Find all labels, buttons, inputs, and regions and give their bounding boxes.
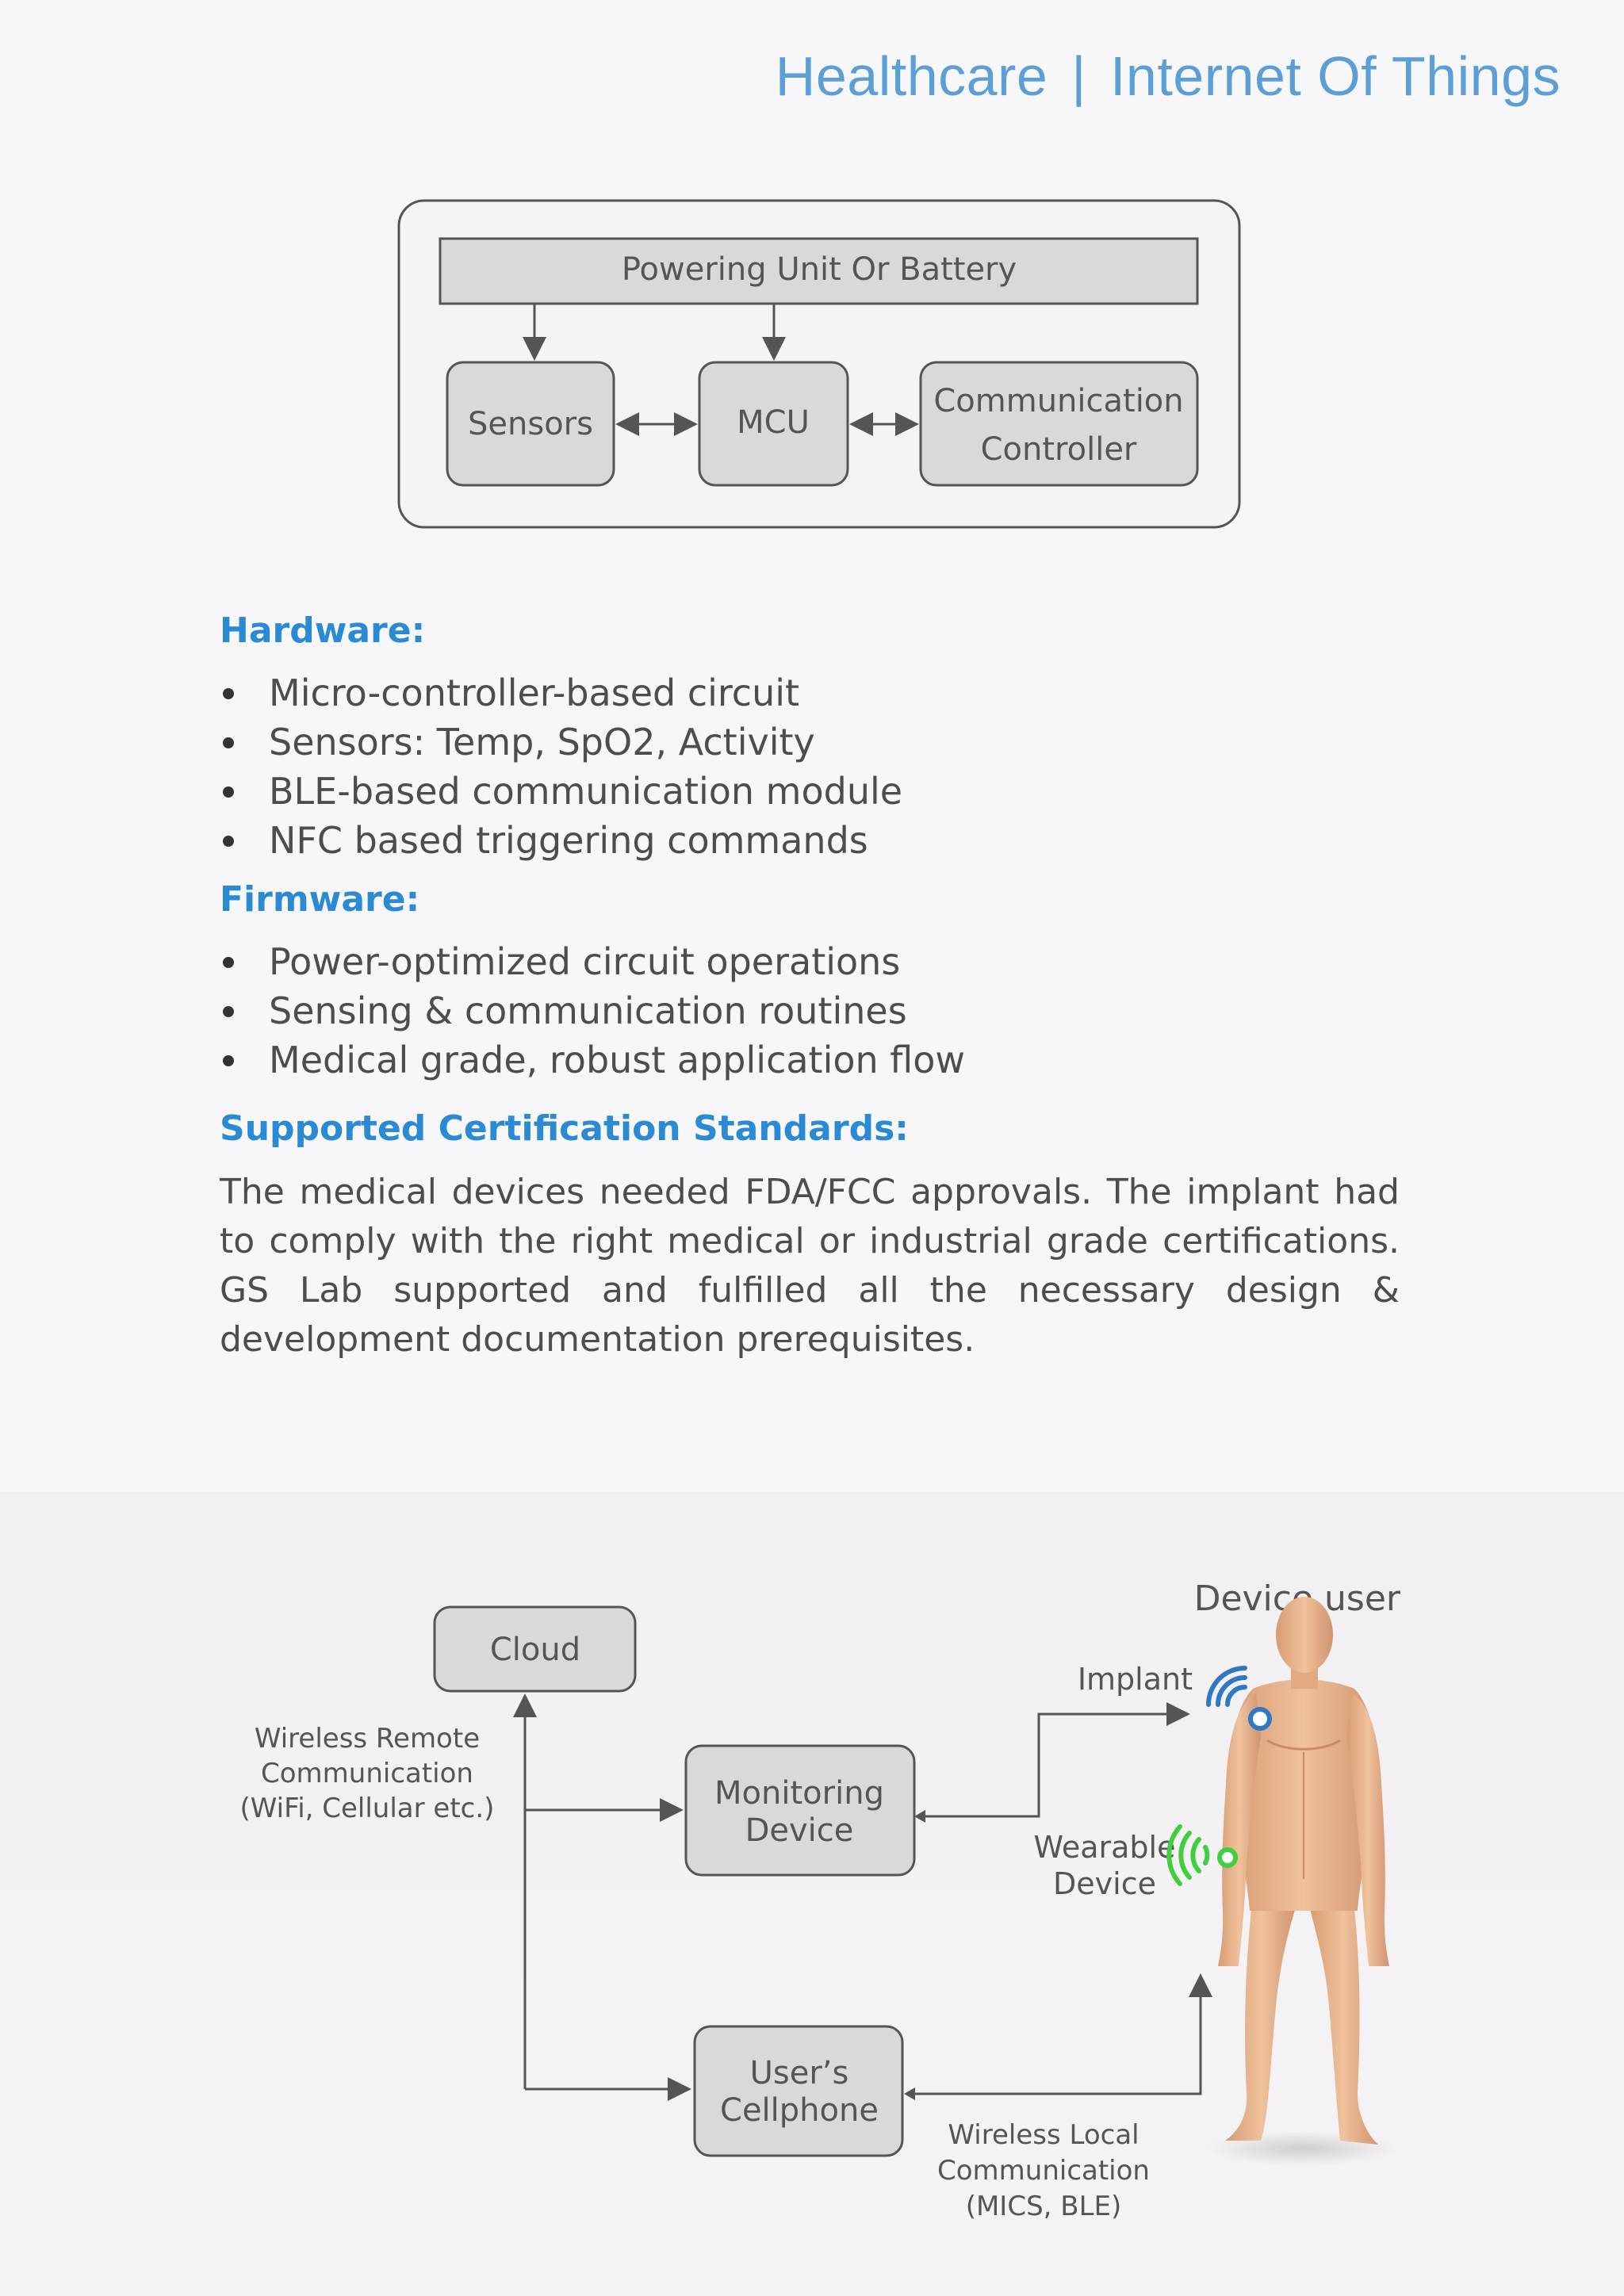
monitoring-device-box (684, 1744, 916, 1877)
local-label-2: Communication (937, 2155, 1150, 2187)
firmware-list: Power-optimized circuit operations Sensi… (220, 937, 1400, 1085)
cellphone-link-arrowhead (904, 2087, 915, 2100)
communication-controller-label-2: Controller (981, 431, 1137, 468)
hardware-item: NFC based triggering commands (220, 816, 1400, 865)
implant-label: Implant (1078, 1662, 1193, 1697)
communication-controller-label-1: Communication (933, 383, 1183, 419)
wearable-link-line (907, 1973, 1212, 2095)
certification-heading: Supported Certification Standards: (220, 1108, 909, 1149)
cellphone-label-1: User’s (750, 2055, 849, 2091)
remote-label-2: Communication (261, 1758, 473, 1789)
hardware-list: Micro-controller-based circuit Sensors: … (220, 668, 1400, 865)
hardware-item: Micro-controller-based circuit (220, 668, 1400, 718)
monitoring-device-label-1: Monitoring (714, 1775, 884, 1812)
sensors-label: Sensors (468, 406, 593, 442)
page-header: Healthcare | Internet Of Things (776, 44, 1561, 108)
wearable-device-dot (1217, 1847, 1238, 1868)
cellphone-box (693, 2025, 904, 2157)
implant-signal-icon (1206, 1666, 1247, 1707)
firmware-item: Medical grade, robust application flow (220, 1035, 1400, 1085)
wearable-signal-icon (1166, 1824, 1210, 1886)
remote-label-1: Wireless Remote (255, 1723, 480, 1755)
header-topic: Internet Of Things (1109, 45, 1561, 107)
communication-controller-box (919, 361, 1199, 487)
firmware-item: Sensing & communication routines (220, 986, 1400, 1035)
hardware-item: BLE-based communication module (220, 767, 1400, 816)
remote-label-3: (WiFi, Cellular etc.) (240, 1793, 495, 1824)
implant-link-line (919, 1702, 1190, 1818)
figure-leg-right (1308, 1895, 1378, 2145)
hardware-heading: Hardware: (220, 610, 426, 651)
sensors-box (446, 361, 615, 487)
device-user-figure (1207, 1597, 1397, 2166)
figure-leg-left (1225, 1895, 1297, 2141)
header-separator: | (1071, 45, 1086, 107)
cloud-label: Cloud (490, 1632, 580, 1668)
mcu-label: MCU (737, 404, 810, 441)
hardware-item: Sensors: Temp, SpO2, Activity (220, 718, 1400, 767)
monitoring-link-arrowhead (914, 1810, 925, 1823)
implant-device-dot (1248, 1707, 1272, 1731)
wearable-label-2: Device (1053, 1866, 1156, 1901)
header-category: Healthcare (775, 45, 1048, 107)
firmware-heading: Firmware: (220, 879, 420, 920)
power-unit-label: Powering Unit Or Battery (622, 251, 1017, 288)
figure-chest-line (1266, 1739, 1341, 1751)
cellphone-label-2: Cellphone (720, 2092, 879, 2129)
firmware-item: Power-optimized circuit operations (220, 937, 1400, 986)
local-label-3: (MICS, BLE) (966, 2191, 1122, 2222)
figure-head (1276, 1597, 1333, 1673)
figure-arm-right (1346, 1693, 1389, 1966)
block-diagram: Powering Unit Or Battery Sensors MCU Com… (397, 199, 1241, 529)
cloud-box (433, 1605, 637, 1693)
power-unit-box (439, 237, 1199, 305)
mcu-box (698, 361, 849, 487)
wearable-label-1: Wearable (1034, 1830, 1176, 1865)
monitoring-device-label-2: Device (745, 1812, 854, 1849)
content: Hardware: Micro-controller-based circuit… (220, 610, 1400, 1364)
local-label-1: Wireless Local (948, 2119, 1139, 2151)
certification-paragraph: The medical devices needed FDA/FCC appro… (220, 1172, 1400, 1360)
figure-arm-left (1218, 1693, 1261, 1966)
